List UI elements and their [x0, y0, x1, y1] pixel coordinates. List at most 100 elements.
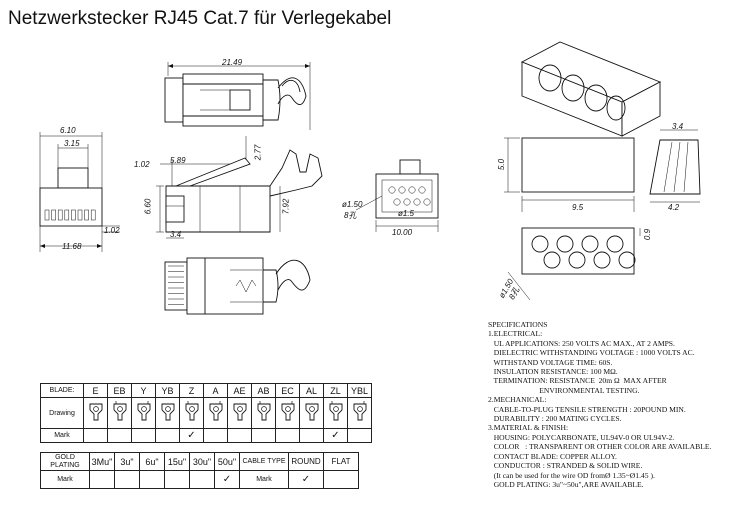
contact-tooth	[77, 209, 83, 221]
blade-mark-cell	[347, 428, 372, 443]
blade-type-cell: E	[83, 383, 108, 398]
blade-drawing-cell	[107, 397, 132, 429]
blade-type-cell: AL	[299, 383, 324, 398]
rear-view-plug	[355, 159, 439, 232]
blade-mark-cell	[83, 428, 108, 443]
specs-heading: SPECIFICATIONS	[488, 320, 548, 329]
blade-type-cell: YBL	[347, 383, 372, 398]
plating-option-cell: 3Mu"	[89, 452, 115, 471]
side-view-plug	[156, 136, 323, 239]
spec-line: CONDUCTOR : STRANDED & SOLID WIRE.	[488, 461, 643, 471]
blade-header-label: BLADE:	[40, 383, 84, 398]
blade-drawing-row: Drawing	[40, 397, 372, 429]
blade-mark-label: Mark	[40, 428, 84, 443]
specs-lines: 1.ELECTRICAL: UL APPLICATIONS: 250 VOLTS…	[488, 329, 750, 489]
blade-type-cell: YB	[155, 383, 180, 398]
blade-drawing-cell	[275, 397, 300, 429]
spec-line: (It can be used for the wire OD fromØ 1.…	[488, 470, 655, 480]
blade-type-cell: AB	[251, 383, 276, 398]
blade-mark-cell	[275, 428, 300, 443]
blade-mark-cell: ✓	[323, 428, 348, 443]
blade-mark-cell	[251, 428, 276, 443]
plating-mark-cell	[189, 470, 215, 489]
blade-profile-icon	[281, 401, 294, 421]
blade-profile-icon	[353, 401, 366, 421]
blade-drawing-cell	[299, 397, 324, 429]
contact-tooth	[84, 209, 89, 221]
load-bar-hole	[568, 251, 586, 269]
plating-option-cell: 15u"	[164, 452, 190, 471]
cable-mark-cell: ✓	[288, 470, 324, 489]
gold-plating-label: GOLD PLATING	[40, 452, 90, 471]
wire-hole	[398, 186, 406, 194]
cable-option-cell: FLAT	[323, 452, 359, 471]
blade-drawing-cell	[347, 397, 372, 429]
plating-mark-cell	[89, 470, 115, 489]
blade-drawing-cell	[83, 397, 108, 429]
blade-drawing-label: Drawing	[40, 397, 84, 429]
contact-tooth	[51, 209, 56, 221]
blade-drawing-cell	[179, 397, 204, 429]
load-bar-side	[649, 129, 701, 203]
blade-profile-icon	[137, 401, 150, 421]
spec-line: CONTACT BLADE: COPPER ALLOY.	[488, 451, 617, 461]
load-bar-hole	[581, 235, 599, 253]
plating-option-cell: 6u"	[139, 452, 165, 471]
plating-mark-cell	[139, 470, 165, 489]
load-bar-hole	[556, 235, 574, 253]
load-bar-hole	[531, 235, 549, 253]
blade-profile-icon	[185, 401, 198, 421]
spec-line: HOUSING: POLYCARBONATE, UL94V-0 OR UL94V…	[488, 432, 675, 442]
blade-profile-icon	[161, 403, 174, 421]
spec-line: COLOR : TRANSPARENT OR OTHER COLOR ARE A…	[488, 442, 712, 452]
blade-drawing-cell	[155, 397, 180, 429]
plating-mark-cell	[114, 470, 140, 489]
spec-line: ENVIRONMENTAL TESTING.	[488, 385, 640, 395]
plating-option-cell: 30u"	[189, 452, 215, 471]
wire-hole	[403, 198, 411, 206]
load-bar-top	[507, 227, 641, 301]
plating-mark-label: Mark	[40, 470, 90, 489]
blade-type-cell: EC	[275, 383, 300, 398]
wire-hole	[388, 186, 396, 194]
blade-type-cell: Y	[131, 383, 156, 398]
page-title: Netzwerkstecker RJ45 Cat.7 für Verlegeka…	[8, 8, 392, 29]
blade-type-cell: EB	[107, 383, 132, 398]
blade-type-cell: AE	[227, 383, 252, 398]
blade-drawing-cell	[251, 397, 276, 429]
front-view-plug	[39, 132, 120, 252]
wire-hole	[413, 198, 421, 206]
wire-hole	[418, 186, 426, 194]
blade-drawing-cell	[227, 397, 252, 429]
plating-mark-cell	[164, 470, 190, 489]
contact-tooth	[90, 209, 96, 221]
spec-line: WITHSTAND VOLTAGE TIME: 60S.	[488, 357, 613, 367]
blade-drawing-cell	[203, 397, 228, 429]
blade-drawing-cell	[131, 397, 156, 429]
contact-tooth	[57, 209, 63, 221]
blade-profile-icon	[113, 401, 126, 421]
load-bar-hole	[543, 251, 561, 269]
wire-hole	[393, 198, 401, 206]
blade-profile-icon	[329, 401, 342, 421]
cable-mark-label: Mark	[239, 470, 289, 489]
spec-line: UL APPLICATIONS: 250 VOLTS AC MAX., AT 2…	[488, 338, 675, 348]
blade-mark-cell	[131, 428, 156, 443]
spec-line: INSULATION RESISTANCE: 100 MΩ.	[488, 367, 618, 377]
blade-profile-icon	[233, 403, 246, 421]
plating-row: GOLD PLATING 3Mu"3u"6u"15u"30u"50u"CABLE…	[40, 452, 359, 471]
plating-mark-cell: ✓	[214, 470, 240, 489]
spec-line: DIELECTRIC WITHSTANDING VOLTAGE : 1000 V…	[488, 348, 695, 358]
blade-mark-cell	[203, 428, 228, 443]
wire-hole	[408, 186, 416, 194]
cable-type-label: CABLE TYPE	[239, 452, 289, 471]
blade-profile-icon	[305, 403, 318, 421]
blade-mark-row: Mark ✓✓	[40, 428, 372, 443]
load-bar-hole	[593, 251, 611, 269]
blade-type-cell: ZL	[323, 383, 348, 398]
load-bar-hole	[606, 235, 624, 253]
plating-mark-row: Mark ✓Mark✓	[40, 470, 359, 489]
